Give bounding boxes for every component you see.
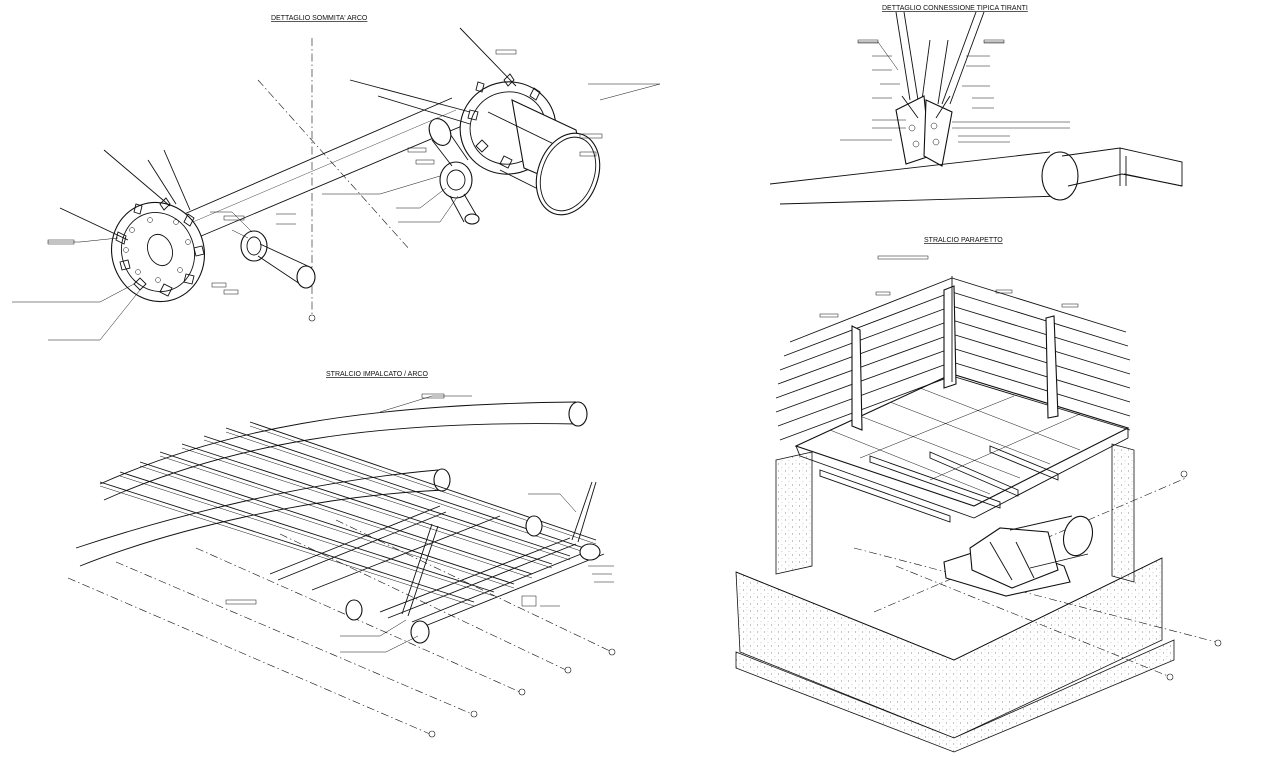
grid-lines <box>67 519 616 738</box>
hangers <box>345 481 601 644</box>
axis-bubble-a <box>1214 639 1222 647</box>
pin-connector <box>240 230 316 289</box>
detail-arch-crown: DETTAGLIO SOMMITA' ARCO <box>12 15 661 341</box>
tie-rods <box>895 11 985 105</box>
right-flange <box>349 27 601 216</box>
concrete-foundation <box>735 443 1175 753</box>
axis-b <box>873 477 1187 613</box>
axis-diagonal <box>257 79 411 251</box>
leaders-tie-connection <box>840 39 1070 143</box>
tie-tube <box>151 97 463 251</box>
title-arch-crown: DETTAGLIO SOMMITA' ARCO <box>271 15 368 22</box>
title-tie-connection: DETTAGLIO CONNESSIONE TIPICA TIRANTI <box>882 5 1028 12</box>
axis-bubble <box>308 314 316 322</box>
gusset-plates <box>895 95 953 167</box>
main-tube <box>769 147 1183 205</box>
deck-frame <box>794 373 1130 523</box>
detail-parapet: STRALCIO PARAPETTO <box>735 237 1222 753</box>
detail-deck-arch: STRALCIO IMPALCATO / ARCO <box>67 371 616 738</box>
lower-connector <box>428 118 480 225</box>
left-flange <box>59 149 206 303</box>
parapet-rails <box>775 276 1131 441</box>
axis-c <box>895 565 1169 677</box>
leaders-arch-crown <box>12 49 661 341</box>
axis-bubble-b <box>1180 470 1188 478</box>
base-plate <box>943 515 1094 597</box>
arch-tube <box>75 401 588 567</box>
axis-a <box>853 547 1217 643</box>
leaders-parapet <box>819 255 1079 318</box>
title-deck-arch: STRALCIO IMPALCATO / ARCO <box>326 371 428 378</box>
title-parapet: STRALCIO PARAPETTO <box>924 237 1003 244</box>
detail-tie-connection: DETTAGLIO CONNESSIONE TIPICA TIRANTI <box>769 5 1183 205</box>
axis-bubble-c <box>1166 673 1174 681</box>
leaders-deck-arch <box>225 393 614 653</box>
